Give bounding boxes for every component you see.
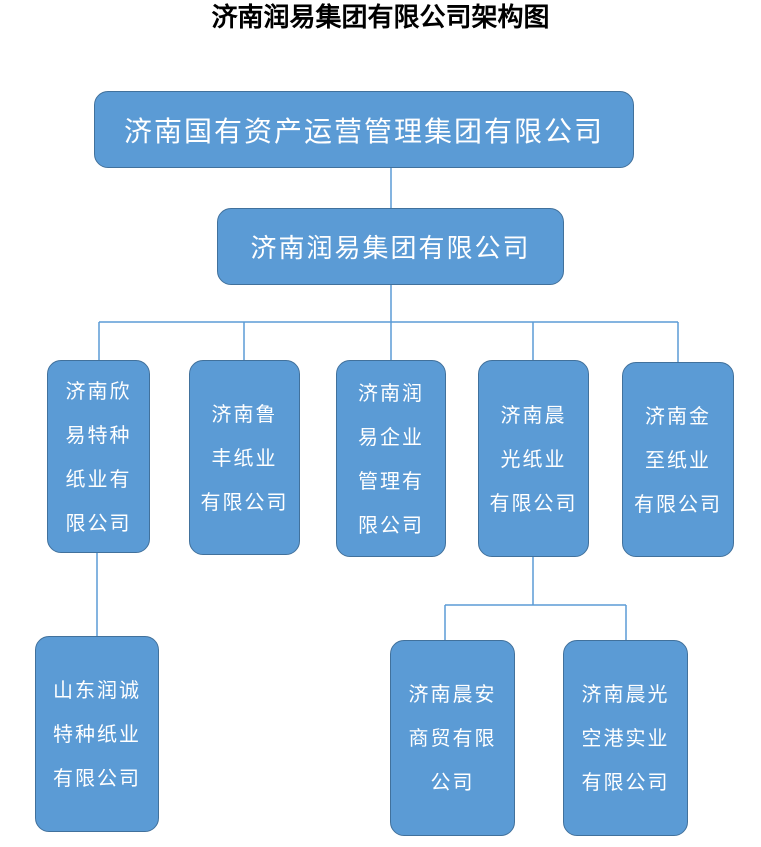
- node-root-label: 济南国有资产运营管理集团有限公司: [123, 114, 604, 148]
- node-chenguang-label: 济南晨 光纸业 有限公司: [489, 402, 578, 515]
- node-chenan[interactable]: 济南晨安 商贸有限 公司: [390, 640, 515, 836]
- node-root-company[interactable]: 济南国有资产运营管理集团有限公司: [94, 91, 634, 168]
- node-chenguang-port[interactable]: 济南晨光 空港实业 有限公司: [563, 640, 688, 836]
- page-title: 济南润易集团有限公司架构图: [211, 3, 550, 33]
- node-runyi-management-label: 济南润 易企业 管理有 限公司: [358, 380, 424, 537]
- node-group-company[interactable]: 济南润易集团有限公司: [217, 208, 564, 285]
- node-xinyi[interactable]: 济南欣 易特种 纸业有 限公司: [47, 360, 150, 553]
- node-xinyi-label: 济南欣 易特种 纸业有 限公司: [65, 378, 132, 535]
- node-chenan-label: 济南晨安 商贸有限 公司: [408, 682, 497, 794]
- node-lufeng[interactable]: 济南鲁 丰纸业 有限公司: [189, 360, 300, 555]
- node-runcheng-label: 山东润诚 特种纸业 有限公司: [53, 678, 141, 790]
- node-runcheng[interactable]: 山东润诚 特种纸业 有限公司: [35, 636, 159, 832]
- node-runyi-management[interactable]: 济南润 易企业 管理有 限公司: [336, 360, 446, 557]
- node-jinzhi[interactable]: 济南金 至纸业 有限公司: [622, 362, 734, 557]
- node-lufeng-label: 济南鲁 丰纸业 有限公司: [200, 401, 289, 514]
- node-chenguang[interactable]: 济南晨 光纸业 有限公司: [478, 360, 589, 557]
- node-chenguang-port-label: 济南晨光 空港实业 有限公司: [581, 682, 670, 794]
- node-group-label: 济南润易集团有限公司: [250, 234, 531, 264]
- node-jinzhi-label: 济南金 至纸业 有限公司: [634, 403, 722, 516]
